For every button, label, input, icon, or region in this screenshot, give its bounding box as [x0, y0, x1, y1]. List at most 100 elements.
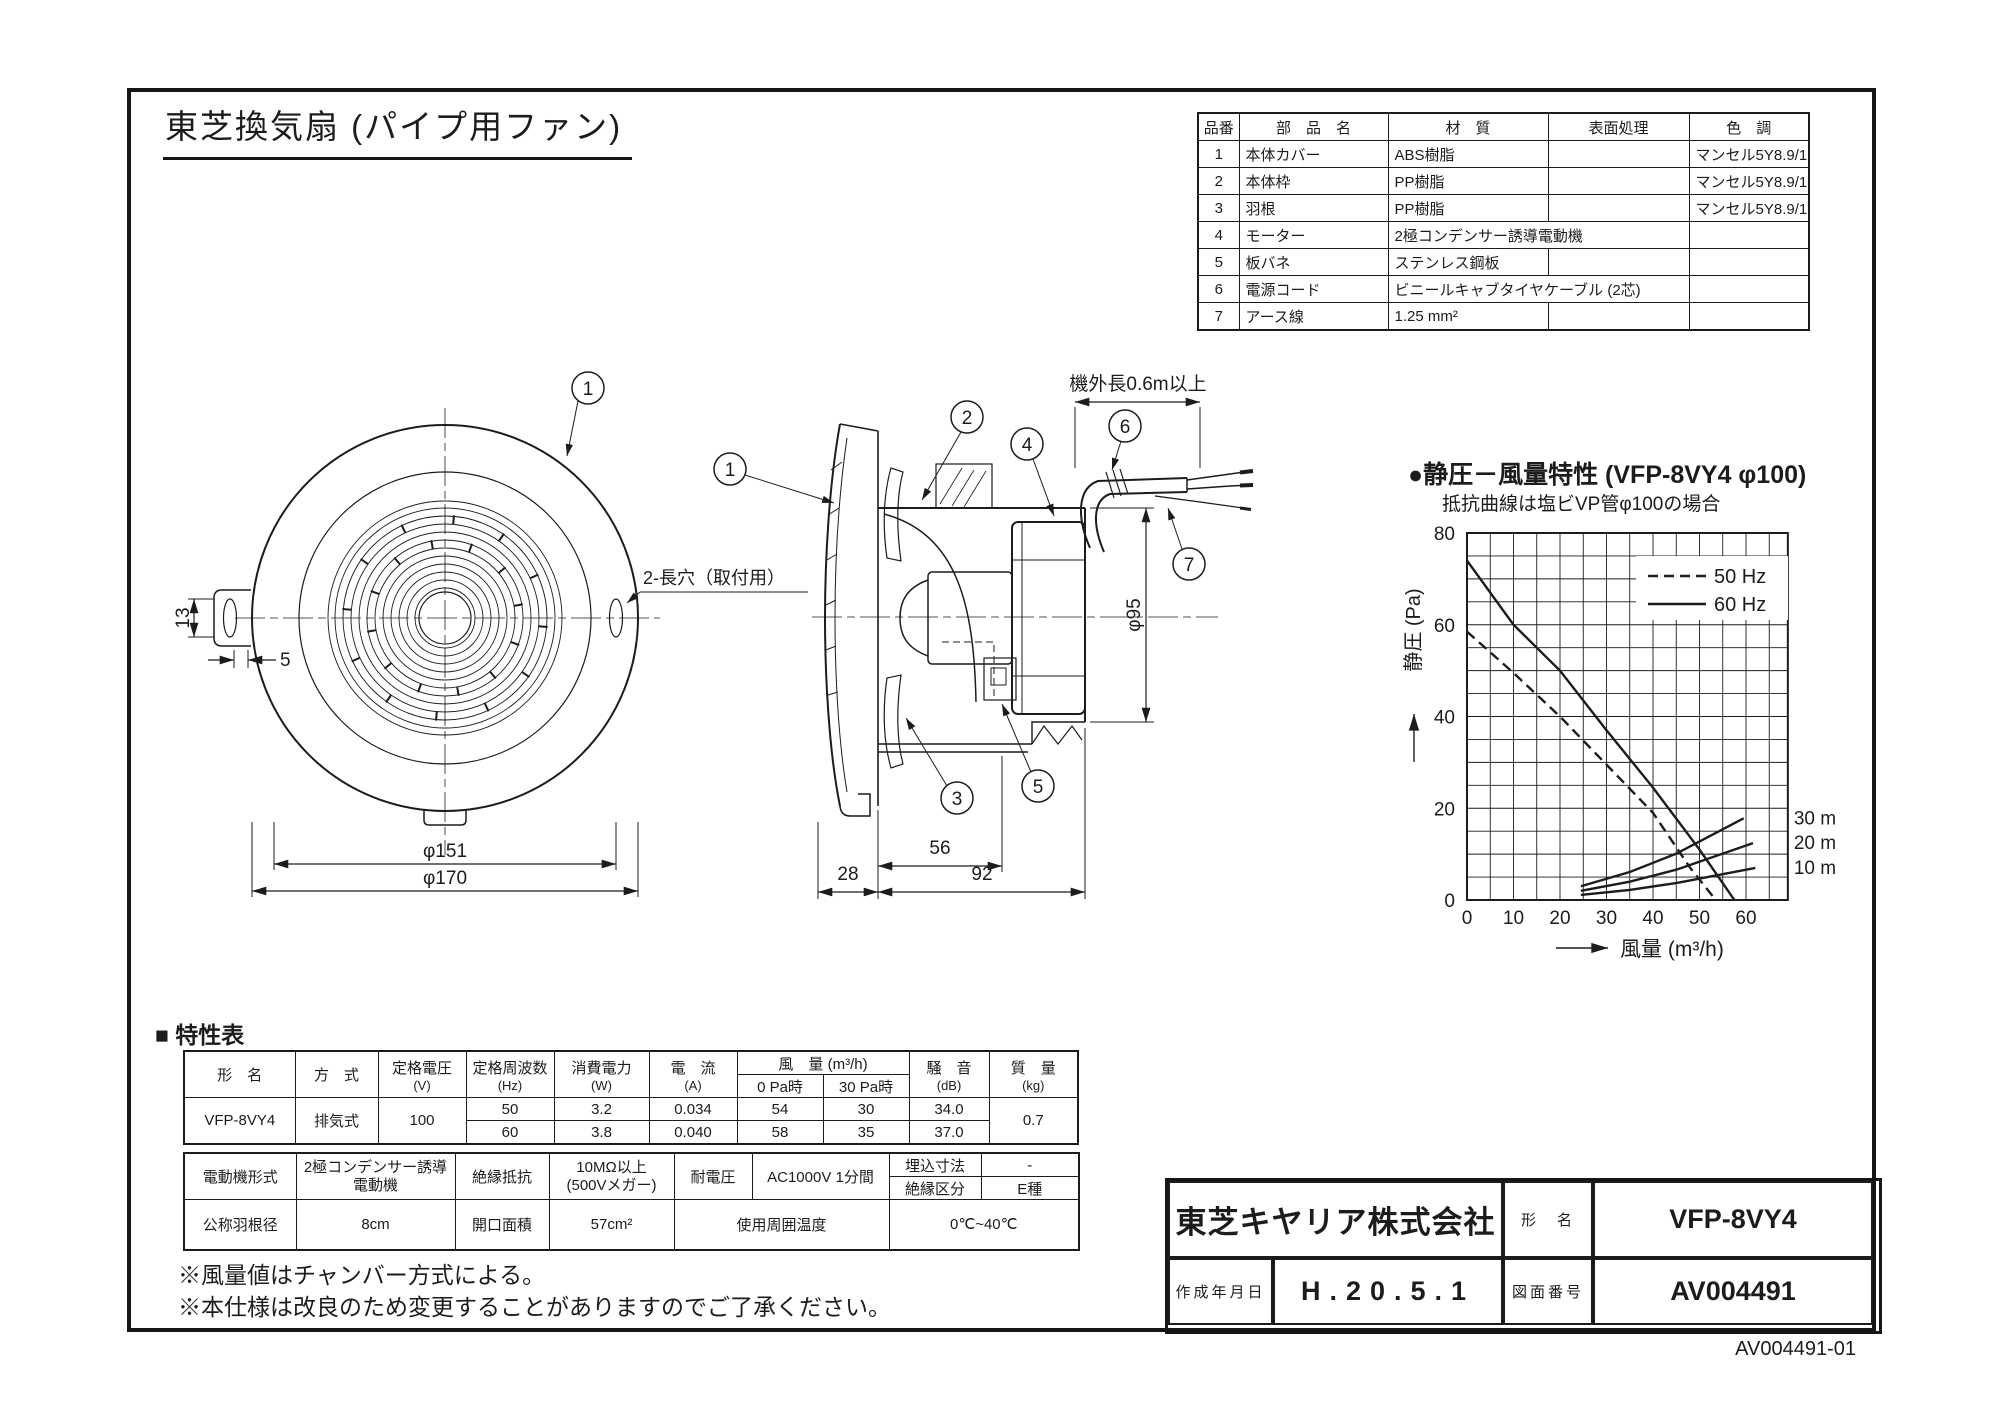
table-row: 絶縁区分 E種 — [184, 1176, 1080, 1200]
front-view — [213, 408, 660, 855]
chart-title: ●静圧－風量特性 (VFP-8VY4 φ100) — [1408, 461, 1807, 489]
cell: 2極コンデンサー誘導電動機 — [1387, 221, 1690, 249]
col-header: 定格周波数(Hz) — [465, 1050, 555, 1098]
cell: E種 — [980, 1176, 1080, 1200]
document-number-footer: AV004491-01 — [1735, 1338, 1856, 1360]
svg-text:5: 5 — [1033, 777, 1044, 798]
slot-label: 2-長穴（取付用） — [643, 568, 785, 588]
col-header: 色 調 — [1688, 112, 1810, 141]
callout: 7 — [1167, 507, 1206, 581]
parts-header-row: 品番 部 品 名 材 質 表面処理 色 調 — [1197, 112, 1810, 141]
sheet-frame — [127, 88, 1876, 1332]
callout: 3 — [905, 717, 974, 815]
col-header: 電 流(A) — [648, 1050, 738, 1098]
drawing-no-value: AV004491 — [1593, 1258, 1873, 1325]
x-tick-label: 20 — [1549, 908, 1570, 929]
col-header: 形 名 — [183, 1050, 296, 1098]
cell: 埋込寸法 — [888, 1152, 982, 1177]
cell: 0.034 — [648, 1097, 738, 1121]
table-row: 6 電源コード ビニールキャブタイヤケーブル (2芯) — [1197, 275, 1810, 303]
body-frame — [878, 507, 1086, 722]
cell: 0.7 — [988, 1097, 1079, 1145]
cell: 絶縁抵抗 — [454, 1152, 550, 1200]
cell: 耐電圧 — [673, 1152, 753, 1200]
y-tick-label: 40 — [1434, 708, 1455, 729]
leaf-spring-clip — [983, 657, 1017, 701]
x-tick-label: 40 — [1642, 908, 1663, 929]
cell — [1547, 167, 1690, 195]
cell: 排気式 — [294, 1097, 379, 1145]
motor-table: 電動機形式 2極コンデンサー誘導電動機 絶縁抵抗 10MΩ以上(500Vメガー)… — [183, 1152, 1080, 1251]
cell — [1688, 302, 1810, 331]
cell: 10MΩ以上(500Vメガー) — [548, 1152, 675, 1200]
cell: ビニールキャブタイヤケーブル (2芯) — [1387, 275, 1690, 303]
table-row: 2 本体枠 PP樹脂 マンセル5Y8.9/1 — [1197, 167, 1810, 195]
cell: 絶縁区分 — [888, 1176, 982, 1200]
title-block: 東芝キヤリア株式会社 形 名 VFP-8VY4 作成年月日 H.20.5.1 図… — [1165, 1178, 1882, 1334]
series-10m — [1580, 866, 1756, 897]
cell: 電動機形式 — [183, 1152, 297, 1200]
table-row: 1 本体カバー ABS樹脂 マンセル5Y8.9/1 — [1197, 140, 1810, 168]
cell: 4 — [1197, 221, 1240, 249]
series-end-label: 10 m — [1794, 858, 1836, 879]
series-60Hz — [1466, 559, 1736, 901]
table-row: 5 板バネ ステンレス鋼板 — [1197, 248, 1810, 276]
model-label: 形 名 — [1503, 1181, 1593, 1258]
col-header: 騒 音(dB) — [908, 1050, 990, 1098]
cell: 電源コード — [1238, 275, 1389, 303]
y-tick-label: 20 — [1434, 799, 1455, 820]
dim-label: 92 — [971, 864, 992, 885]
cell: 30 — [822, 1097, 910, 1121]
fan-hub — [927, 571, 1013, 665]
cell — [1547, 194, 1690, 222]
cell: 58 — [736, 1120, 824, 1145]
callout: 2 — [921, 400, 984, 501]
bottom-tab — [423, 809, 467, 826]
col-header: 方 式 — [294, 1050, 379, 1098]
company-name: 東芝キヤリア株式会社 — [1168, 1181, 1503, 1258]
cell: 1 — [1197, 140, 1240, 168]
callout: 4 — [1010, 427, 1055, 517]
col-header: 材 質 — [1387, 112, 1549, 141]
col-header: 部 品 名 — [1238, 112, 1389, 141]
cell: 34.0 — [908, 1097, 990, 1121]
bellmouth — [883, 513, 977, 703]
cell: 8cm — [295, 1199, 456, 1250]
col-header: 30 Pa時 — [822, 1074, 910, 1098]
dim-label: 56 — [929, 838, 950, 859]
mount-bolt — [935, 463, 993, 509]
cell: AC1000V 1分間 — [751, 1152, 890, 1200]
centerlines — [235, 408, 660, 855]
cell: PP樹脂 — [1387, 167, 1549, 195]
power-cord — [1080, 468, 1254, 553]
col-header: 風 量 (m³/h) — [736, 1050, 910, 1075]
chart-series: 30 m20 m10 m — [1466, 559, 1836, 901]
front-dimensions: φ151 φ170 13 5 2-長穴（取付用） — [173, 568, 808, 897]
model-number: VFP-8VY4 — [1593, 1181, 1873, 1258]
svg-text:4: 4 — [1022, 435, 1033, 456]
cell: 100 — [377, 1097, 467, 1145]
cell: 57cm² — [548, 1199, 675, 1250]
callout: 1 — [713, 452, 835, 504]
dim-label: 機外長0.6m以上 — [1069, 373, 1206, 395]
dim-label: 28 — [837, 864, 858, 885]
cell: 本体カバー — [1238, 140, 1389, 168]
mounting-ear — [213, 589, 251, 647]
cell: 羽根 — [1238, 194, 1389, 222]
y-axis-label: 静圧 (Pa) — [1402, 588, 1425, 671]
series-50Hz — [1466, 630, 1717, 901]
cell — [1688, 221, 1810, 249]
series-end-label: 30 m — [1794, 808, 1836, 829]
cell: 54 — [736, 1097, 824, 1121]
callout: 1 — [565, 371, 605, 457]
cell: ステンレス鋼板 — [1387, 248, 1549, 276]
cell: VFP-8VY4 — [183, 1097, 296, 1145]
y-tick-label: 0 — [1444, 891, 1455, 912]
dim-label: φ95 — [1124, 598, 1145, 631]
cell: 35 — [822, 1120, 910, 1145]
cell: 本体枠 — [1238, 167, 1389, 195]
svg-text:2: 2 — [962, 408, 973, 429]
